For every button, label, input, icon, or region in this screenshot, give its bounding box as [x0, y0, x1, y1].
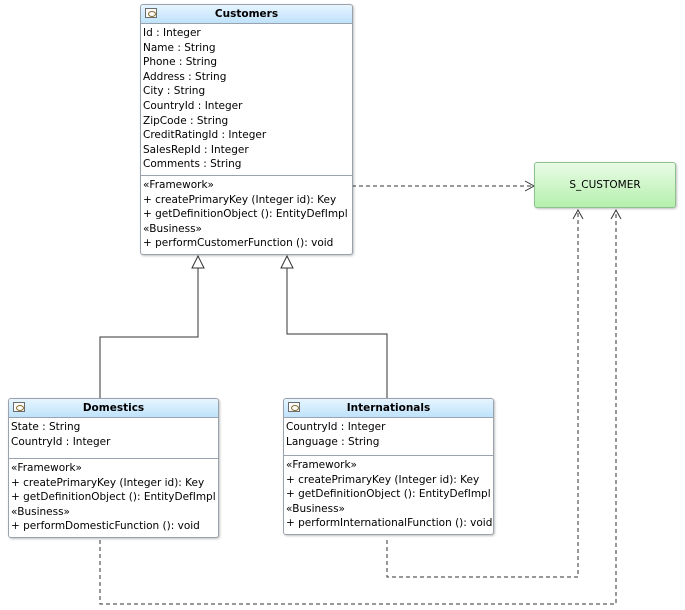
attribute[interactable]: Address : String — [143, 70, 227, 83]
stereotype-label: «Business» — [286, 502, 345, 515]
attribute[interactable]: SalesRepId : Integer — [143, 143, 249, 156]
operation[interactable]: + performCustomerFunction (): void — [143, 237, 334, 250]
customers-operations: «Framework» + createPrimaryKey (Integer … — [141, 174, 352, 254]
stereotype-label: «Business» — [143, 222, 202, 235]
domestics-class[interactable]: Domestics State : String CountryId : Int… — [8, 398, 219, 538]
attribute[interactable]: City : String — [143, 85, 206, 98]
operation[interactable]: + createPrimaryKey (Integer id): Key — [143, 193, 337, 206]
attribute[interactable]: State : String — [11, 421, 81, 433]
attribute[interactable]: CountryId : Integer — [286, 421, 386, 433]
s-customer-table[interactable]: S_CUSTOMER — [534, 162, 676, 208]
internationals-class-header[interactable]: Internationals — [284, 399, 493, 418]
attribute[interactable]: CreditRatingId : Integer — [143, 129, 267, 142]
domestics-class-header[interactable]: Domestics — [9, 399, 218, 418]
operation[interactable]: + getDefinitionObject (): EntityDefImpl — [143, 208, 348, 221]
generalization-arrowhead-domestics — [191, 254, 205, 269]
dependency-arrowhead-internationals — [572, 208, 584, 220]
customers-class-header[interactable]: Customers — [141, 5, 352, 24]
domestics-operations: «Framework» + createPrimaryKey (Integer … — [9, 458, 218, 537]
entity-class-icon — [145, 8, 157, 18]
dependency-arrowhead-domestics — [610, 208, 622, 220]
attribute[interactable]: Id : Integer — [143, 27, 201, 39]
internationals-operations: «Framework» + createPrimaryKey (Integer … — [284, 455, 493, 534]
stereotype-label: «Business» — [11, 505, 70, 518]
internationals-class[interactable]: Internationals CountryId : Integer Langu… — [283, 398, 494, 535]
stereotype-label: «Framework» — [286, 459, 357, 471]
generalization-arrowhead-internationals — [280, 254, 294, 269]
attribute[interactable]: CountryId : Integer — [11, 435, 111, 448]
dependency-line-domestics[interactable] — [99, 210, 617, 605]
attribute[interactable]: ZipCode : String — [143, 114, 229, 127]
stereotype-label: «Framework» — [11, 462, 82, 474]
operation[interactable]: + performDomesticFunction (): void — [11, 520, 200, 533]
stereotype-label: «Framework» — [143, 178, 214, 191]
operation[interactable]: + createPrimaryKey (Integer id): Key — [286, 473, 480, 486]
domestics-class-name: Domestics — [82, 402, 145, 414]
internationals-attributes: CountryId : Integer Language : String — [284, 418, 493, 455]
customers-class[interactable]: Customers Id : Integer Name : String Pho… — [140, 4, 353, 255]
customers-class-name: Customers — [214, 8, 279, 20]
entity-class-icon — [13, 402, 25, 412]
operation[interactable]: + getDefinitionObject (): EntityDefImpl — [11, 491, 216, 504]
internationals-class-name: Internationals — [346, 402, 431, 414]
operation[interactable]: + createPrimaryKey (Integer id): Key — [11, 476, 205, 489]
attribute[interactable]: Phone : String — [143, 56, 218, 69]
attribute[interactable]: Language : String — [286, 435, 380, 448]
table-name: S_CUSTOMER — [569, 179, 641, 191]
attribute[interactable]: Comments : String — [143, 158, 242, 171]
attribute[interactable]: Name : String — [143, 41, 216, 54]
domestics-attributes: State : String CountryId : Integer — [9, 418, 218, 458]
operation[interactable]: + performInternationalFunction (): void — [286, 517, 493, 530]
entity-class-icon — [288, 402, 300, 412]
generalization-line-domestics[interactable] — [99, 268, 199, 398]
generalization-line-internationals[interactable] — [286, 268, 388, 398]
operation[interactable]: + getDefinitionObject (): EntityDefImpl — [286, 488, 491, 501]
attribute[interactable]: CountryId : Integer — [143, 99, 243, 112]
customers-attributes: Id : Integer Name : String Phone : Strin… — [141, 24, 352, 175]
